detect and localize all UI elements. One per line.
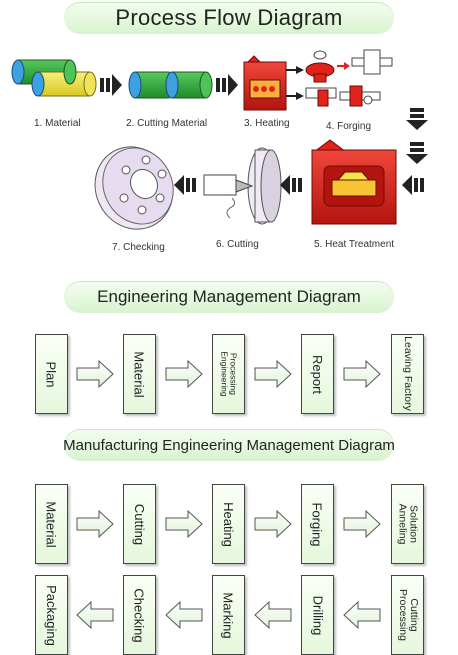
hollow-arrow-right-icon [343,360,381,388]
double-arrow-right-icon [100,74,122,96]
hollow-arrow-right-icon [165,510,203,538]
manufacturing-box-checking: Checking [123,575,156,655]
manufacturing-box-packaging: Packaging [35,575,68,655]
furnace-image [243,55,304,111]
step-label-material: 1. Material [34,118,81,129]
hollow-arrow-right-icon [343,510,381,538]
manufacturing-box-marking: Marking [212,575,245,655]
step-label-heat-treatment: 5. Heat Treatment [314,239,395,250]
engineering-box-material: Material [123,334,156,414]
double-arrow-left-icon [402,175,424,195]
engineering-box-report: Report [301,334,334,414]
double-arrow-left-icon [280,175,302,195]
double-arrow-right-icon [216,74,238,96]
step-label-cutting: 6. Cutting [216,239,259,250]
engineering-box-leaving-factory: Leaving Factory [391,334,424,414]
heat-treatment-furnace-image [311,139,397,225]
hollow-arrow-left-icon [76,601,114,629]
hollow-arrow-right-icon [254,360,292,388]
step-label-heating: 3. Heating [244,118,290,129]
step-label-checking: 7. Checking [112,242,165,253]
flange-ring-image [94,146,174,230]
double-arrow-down-icon [406,108,428,164]
engineering-management-title: Engineering Management Diagram [64,281,394,313]
hollow-arrow-left-icon [254,601,292,629]
step-label-cutting-material: 2. Cutting Material [126,118,208,129]
hollow-arrow-right-icon [165,360,203,388]
hollow-arrow-right-icon [76,510,114,538]
hollow-arrow-right-icon [76,360,114,388]
engineering-box-processing-engineering: Processing Engineering [212,334,245,414]
process-flow-illustration [11,49,428,230]
manufacturing-management-title: Manufacturing Engineering Management Dia… [63,429,395,461]
manufacturing-box-forging: Forging [301,484,334,564]
manufacturing-box-material: Material [35,484,68,564]
manufacturing-box-solution-anneling: Solution Anneling [391,484,424,564]
hollow-arrow-right-icon [254,510,292,538]
manufacturing-box-cutting: Cutting [123,484,156,564]
forging-press-image [305,49,393,107]
manufacturing-box-drilling: Drilling [301,575,334,655]
material-cylinders-image [11,59,97,97]
hollow-arrow-left-icon [165,601,203,629]
hollow-arrow-left-icon [343,601,381,629]
double-arrow-left-icon [174,175,196,195]
engineering-box-plan: Plan [35,334,68,414]
step-label-forging: 4. Forging [326,121,372,132]
cut-material-image [128,71,213,99]
process-flow-title: Process Flow Diagram [64,2,394,34]
manufacturing-box-heating: Heating [212,484,245,564]
